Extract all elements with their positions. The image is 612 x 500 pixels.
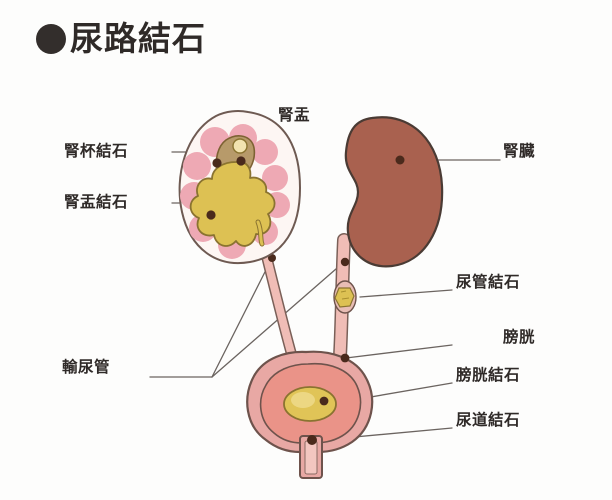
label-ureteral-stone: 尿管結石 (456, 273, 521, 291)
page-title-text: 尿路結石 (70, 19, 206, 58)
right-kidney-hilum-dot (395, 155, 405, 165)
label-bladder: 膀胱 (503, 328, 536, 346)
calyx-stone-upper (212, 158, 222, 168)
filled-circle-bullet-icon (36, 23, 66, 54)
label-renal-pelvis: 腎盂 (278, 106, 311, 124)
urethra-lumen (304, 440, 318, 475)
page-title: 尿路結石 (36, 22, 206, 55)
left-kidney-cross-section (178, 110, 302, 264)
label-urethral-stone: 尿道結石 (456, 411, 521, 429)
leader-ureteral-stone (359, 289, 453, 298)
renal-pelvis-calyces (189, 160, 276, 247)
right-ureter (333, 233, 357, 363)
leader-bladder (345, 344, 453, 359)
label-kidney: 腎臓 (503, 142, 536, 160)
label-renal-pelvis-stone: 腎盂結石 (64, 193, 129, 211)
label-bladder-stone: 膀胱結石 (456, 366, 521, 384)
bladder-stone-core-dot (319, 396, 329, 406)
label-ureter: 輸尿管 (62, 358, 111, 376)
right-kidney (344, 116, 444, 268)
urethra (299, 435, 323, 479)
pelvis-stone-lower (206, 210, 216, 220)
right-ureter-stone-dot (340, 257, 350, 267)
calyx-stone-mid (236, 156, 246, 166)
leader-ureter-branch-left (211, 257, 273, 378)
label-renal-calyx-stone: 腎杯結石 (64, 142, 129, 160)
urethra-stone (307, 435, 317, 445)
bladder (246, 350, 374, 454)
bladder-wall-stone-dot (340, 353, 350, 363)
ureteral-stone-shape (334, 287, 355, 308)
